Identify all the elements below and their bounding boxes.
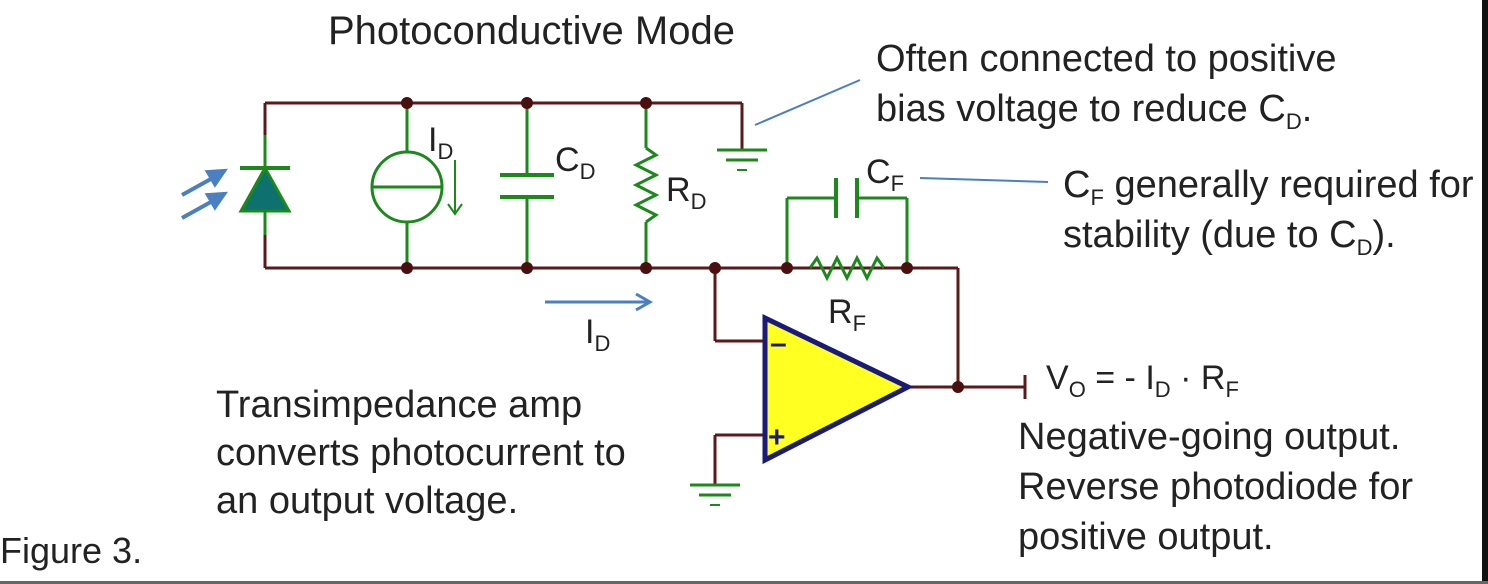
wires <box>263 101 1027 485</box>
current-source <box>370 103 463 268</box>
feedback-capacitor-cf <box>785 178 909 268</box>
label-id-source: ID <box>428 121 454 164</box>
opamp-minus-sign: – <box>770 327 787 360</box>
node <box>640 262 652 274</box>
resistor-rd <box>632 103 660 268</box>
capacitor-cd <box>500 103 554 268</box>
ground-icon-top <box>717 148 767 171</box>
node <box>901 262 913 274</box>
output-equation: VO = - ID · RF <box>1046 359 1239 402</box>
node <box>640 97 652 109</box>
node <box>781 262 793 274</box>
node <box>952 381 964 393</box>
ground-icon-bottom <box>690 483 740 506</box>
bias-callout-line <box>754 79 861 126</box>
current-flow-arrow-icon <box>545 292 654 312</box>
cf-note-line2: stability (due to CD). <box>1063 214 1396 260</box>
neg-note-line2: Reverse photodiode for <box>1018 466 1414 508</box>
figure-label: Figure 3. <box>0 530 143 571</box>
bias-note-line2: bias voltage to reduce CD. <box>876 88 1313 134</box>
op-amp <box>762 314 914 465</box>
neg-note-line3: positive output. <box>1018 516 1274 558</box>
opamp-plus-sign: + <box>768 421 786 454</box>
label-rf: RF <box>828 293 867 336</box>
label-rd: RD <box>666 171 707 214</box>
photodiode-triangle <box>238 164 292 213</box>
frame-edge-bottom <box>0 581 1488 584</box>
label-id-flow: ID <box>585 313 611 356</box>
label-cf: CF <box>866 153 905 196</box>
light-arrows-icon <box>181 168 228 220</box>
feedback-resistor-rf <box>808 254 886 282</box>
frame-edge-right <box>1482 0 1488 584</box>
neg-note-line1: Negative-going output. <box>1018 416 1401 458</box>
tia-note-line2: converts photocurrent to <box>216 432 626 474</box>
tia-note-line1: Transimpedance amp <box>216 384 583 426</box>
junction-nodes <box>401 97 964 393</box>
cf-callout-line <box>919 177 1049 183</box>
node <box>521 262 533 274</box>
node <box>401 97 413 109</box>
label-cd: CD <box>555 141 596 184</box>
node <box>709 262 721 274</box>
photodiode <box>238 135 292 235</box>
cf-note-line1: CF generally required for <box>1063 164 1474 210</box>
node <box>401 262 413 274</box>
bias-note-line1: Often connected to positive <box>876 38 1337 80</box>
tia-note-line3: an output voltage. <box>216 480 519 522</box>
page-title: Photoconductive Mode <box>328 9 735 53</box>
node <box>521 97 533 109</box>
